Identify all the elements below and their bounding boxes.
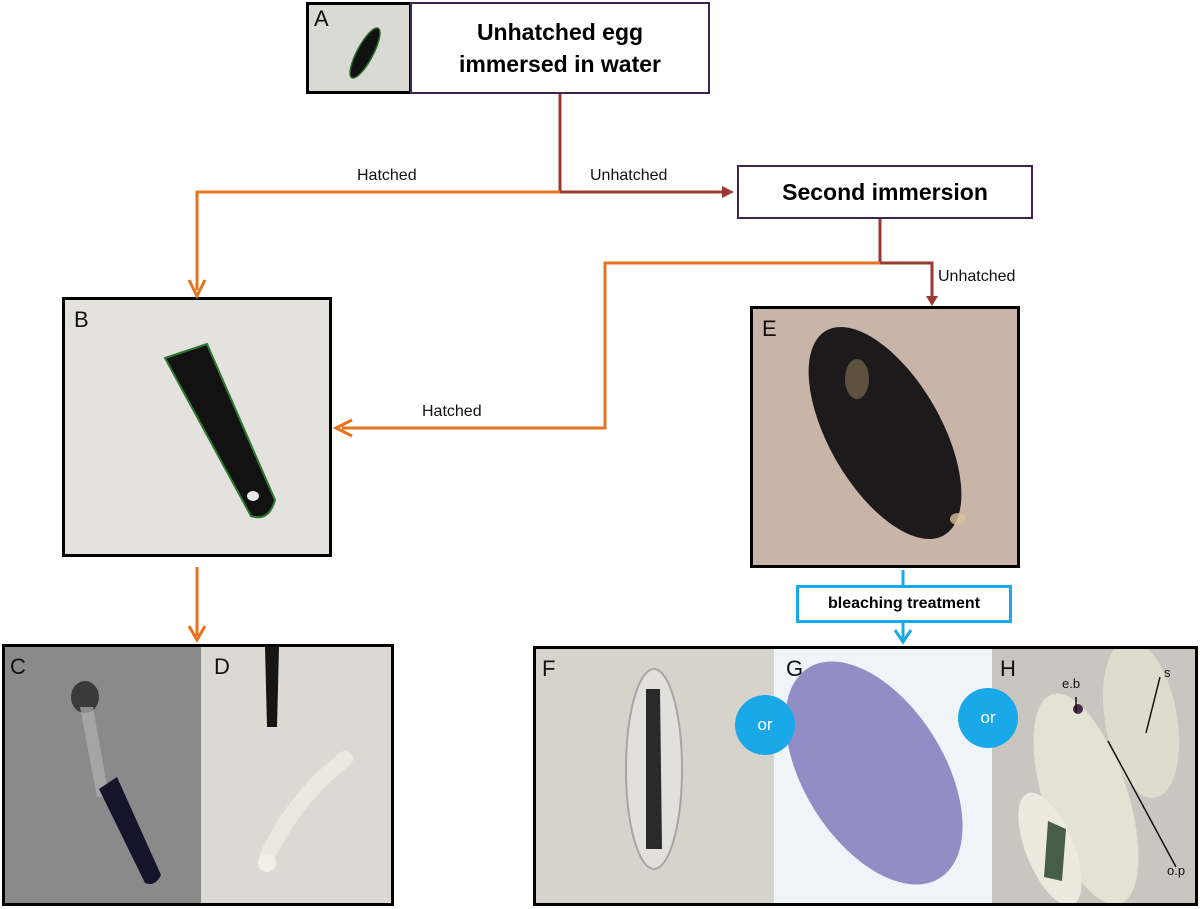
larva-hatching-image [5,647,391,903]
node-egg-immersed-label: Unhatched egg immersed in water [459,19,661,77]
or-label-2: or [980,708,996,727]
panel-cd-image [2,644,394,906]
or-marker-2: or [958,688,1018,748]
egg-image-b [163,342,277,519]
annotation-op: o.p [1167,863,1186,878]
edge-label-hatched-1: Hatched [357,167,417,184]
panel-a-image [306,2,412,94]
node-second-immersion-label: Second immersion [782,178,988,205]
panel-fgh-image [533,646,1198,906]
node-bleaching: bleaching treatment [796,585,1012,623]
egg-image-a [349,27,381,79]
hatched-path-3 [187,567,207,644]
edge-label-unhatched-2: Unhatched [938,268,1016,285]
panel-b-label: B [74,307,89,332]
edge-label-hatched-2: Hatched [422,403,482,420]
unhatched-path-2 [878,219,938,306]
panel-a-label: A [314,6,329,31]
hatched-path-1 [187,190,560,300]
edge-label-unhatched-1: Unhatched [590,167,668,184]
bleached-eggs-image [536,649,1195,903]
panel-b-image [62,297,332,557]
panel-g-label: G [786,656,804,681]
node-second-immersion: Second immersion [737,165,1033,219]
egg-image-e [808,327,966,539]
panel-d-label: D [214,654,230,679]
node-egg-immersed: Unhatched egg immersed in water [410,2,710,94]
annotation-s: s [1164,665,1171,680]
panel-c-label: C [10,654,26,679]
or-label-1: or [757,715,773,734]
panel-e-label: E [762,316,777,341]
panel-f-label: F [542,656,556,681]
or-marker-1: or [735,695,795,755]
panel-h-label: H [1000,656,1016,681]
annotation-eb: e.b [1062,676,1081,691]
panel-e-image [750,306,1020,568]
node-bleaching-label: bleaching treatment [827,595,981,612]
